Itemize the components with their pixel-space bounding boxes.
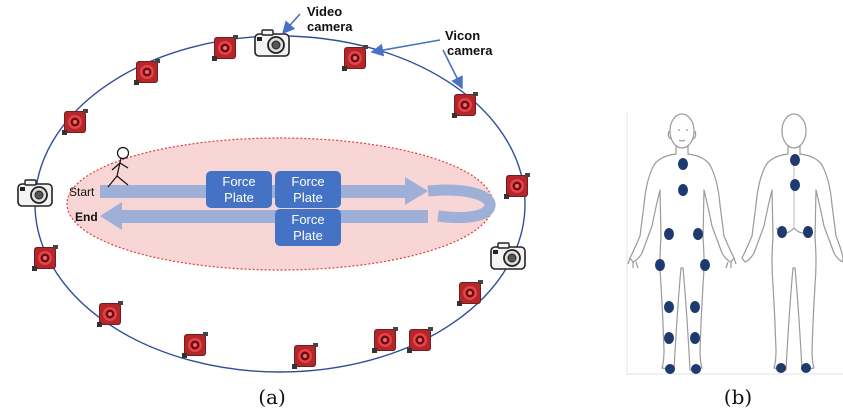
force-plate-label: Plate bbox=[293, 190, 323, 205]
front-markers bbox=[655, 158, 710, 374]
vicon-camera-icon bbox=[407, 327, 433, 353]
marker-dot bbox=[664, 332, 674, 344]
marker-dot bbox=[690, 332, 700, 344]
marker-dot bbox=[691, 364, 701, 374]
vicon-camera-icon bbox=[342, 45, 368, 71]
caption-b: (b) bbox=[724, 385, 752, 409]
front-body-outline bbox=[627, 113, 737, 371]
force-plate-label: Plate bbox=[224, 190, 254, 205]
vicon-camera-icon bbox=[62, 109, 88, 135]
vicon-camera-pointer bbox=[442, 49, 463, 90]
vicon-camera-icon bbox=[134, 59, 160, 85]
vicon-camera-icon bbox=[372, 327, 398, 353]
vicon-camera-icon bbox=[452, 92, 478, 118]
vicon-camera-label: Vicon bbox=[445, 28, 480, 43]
marker-dot bbox=[803, 226, 813, 238]
force-plate-label: Force bbox=[291, 174, 324, 189]
marker-dot bbox=[664, 301, 674, 313]
force-plate-2: Force Plate bbox=[275, 171, 341, 208]
marker-dot bbox=[664, 228, 674, 240]
turnaround-arrow bbox=[427, 184, 496, 224]
force-plate-1: Force Plate bbox=[206, 171, 272, 208]
back-markers bbox=[776, 154, 813, 373]
back-body-outline bbox=[741, 113, 843, 371]
marker-dot bbox=[790, 179, 800, 191]
vicon-camera-pointer bbox=[370, 39, 441, 57]
video-camera-pointer bbox=[281, 13, 301, 35]
video-camera-label: Video bbox=[307, 4, 342, 19]
force-plate-label: Force bbox=[291, 212, 324, 227]
panel-b bbox=[626, 112, 843, 375]
end-label: End bbox=[75, 210, 98, 224]
vicon-camera-label: camera bbox=[447, 43, 493, 58]
marker-dot bbox=[693, 228, 703, 240]
marker-dot bbox=[776, 363, 786, 373]
marker-dot bbox=[700, 259, 710, 271]
marker-dot bbox=[801, 363, 811, 373]
vicon-camera-icon bbox=[504, 173, 530, 199]
marker-dot bbox=[790, 154, 800, 166]
marker-dot bbox=[678, 184, 688, 196]
marker-dot bbox=[678, 158, 688, 170]
video-camera-icon bbox=[490, 242, 526, 270]
force-plate-label: Force bbox=[222, 174, 255, 189]
video-camera-icon bbox=[17, 179, 53, 207]
vicon-camera-icon bbox=[212, 35, 238, 61]
video-camera-icon bbox=[254, 29, 290, 57]
marker-dot bbox=[665, 364, 675, 374]
force-plate-label: Plate bbox=[293, 228, 323, 243]
start-label: Start bbox=[69, 185, 95, 199]
marker-dot bbox=[690, 301, 700, 313]
video-camera-label: camera bbox=[307, 19, 353, 34]
panel-a: Force Plate Force Plate Force Plate Star… bbox=[17, 4, 530, 373]
vicon-camera-icon bbox=[292, 343, 318, 369]
force-plate-3: Force Plate bbox=[275, 209, 341, 246]
marker-dot bbox=[655, 259, 665, 271]
vicon-camera-icon bbox=[182, 332, 208, 358]
marker-dot bbox=[777, 226, 787, 238]
vicon-camera-icon bbox=[457, 280, 483, 306]
vicon-camera-icon bbox=[97, 301, 123, 327]
walker-figure-icon bbox=[107, 146, 130, 188]
caption-a: (a) bbox=[258, 385, 286, 409]
vicon-camera-icon bbox=[32, 245, 58, 271]
